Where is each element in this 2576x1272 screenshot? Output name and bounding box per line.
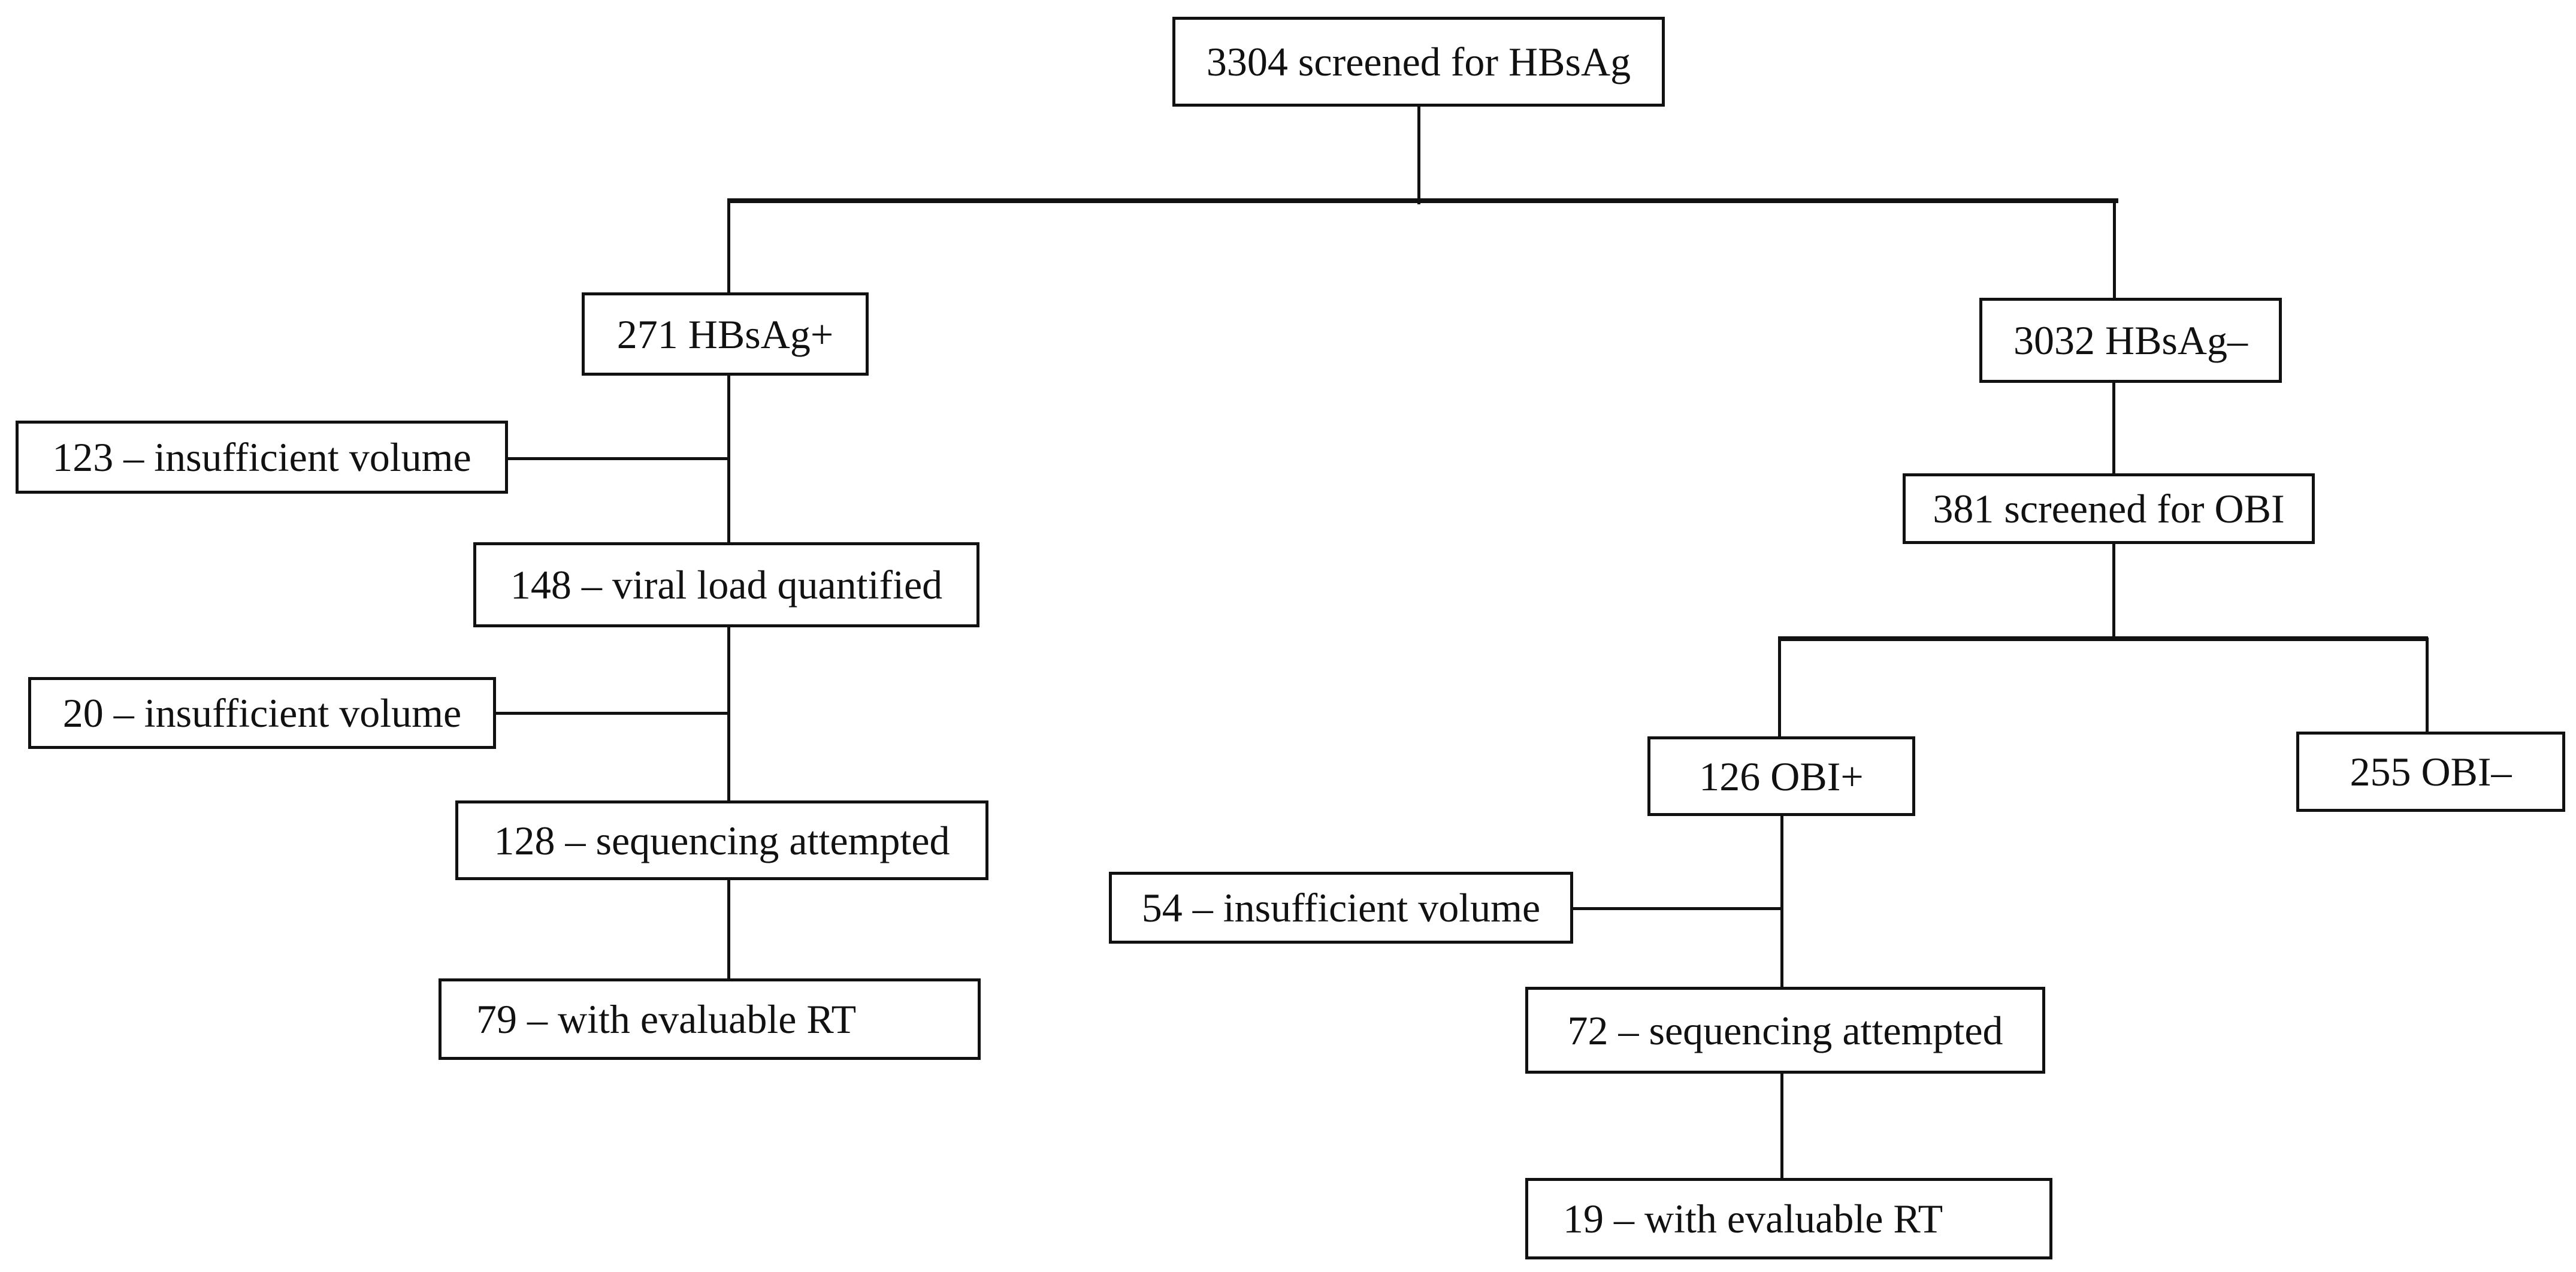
node-viral-load-quantified-148: 148 – viral load quantified	[473, 542, 979, 627]
connector-123-horizontal	[506, 457, 730, 460]
node-evaluable-rt-19: 19 – with evaluable RT	[1525, 1178, 2052, 1259]
connector-20-horizontal	[494, 712, 730, 715]
node-hbsag-positive: 271 HBsAg+	[582, 292, 869, 376]
node-sequencing-attempted-72: 72 – sequencing attempted	[1525, 987, 2045, 1074]
node-insufficient-volume-54-label: 54 – insufficient volume	[1141, 885, 1541, 930]
node-screened-hbsag: 3304 screened for HBsAg	[1172, 17, 1665, 107]
node-hbsag-negative-label: 3032 HBsAg–	[2013, 318, 2248, 363]
node-obi-negative-255: 255 OBI–	[2296, 732, 2565, 812]
connector-obi-positive-drop	[1778, 637, 1781, 739]
connector-obi-split-horizontal	[1778, 636, 2428, 641]
connector-54-horizontal	[1571, 907, 1782, 910]
node-evaluable-rt-19-label: 19 – with evaluable RT	[1563, 1196, 1943, 1241]
connector-126-to-72	[1780, 814, 1783, 989]
node-hbsag-negative: 3032 HBsAg–	[1979, 298, 2282, 383]
node-screened-hbsag-label: 3304 screened for HBsAg	[1206, 39, 1631, 84]
node-evaluable-rt-79: 79 – with evaluable RT	[439, 978, 981, 1060]
node-insufficient-volume-54: 54 – insufficient volume	[1109, 872, 1573, 944]
node-obi-positive-126: 126 OBI+	[1647, 736, 1915, 816]
node-sequencing-attempted-72-label: 72 – sequencing attempted	[1567, 1007, 2003, 1053]
node-viral-load-quantified-148-label: 148 – viral load quantified	[510, 562, 943, 608]
node-screened-obi-381-label: 381 screened for OBI	[1933, 486, 2285, 531]
connector-381-to-split	[2112, 542, 2115, 640]
node-hbsag-positive-label: 271 HBsAg+	[616, 311, 834, 357]
node-insufficient-volume-123-label: 123 – insufficient volume	[52, 434, 471, 480]
connector-128-to-79	[727, 878, 730, 981]
node-sequencing-attempted-128-label: 128 – sequencing attempted	[494, 817, 950, 863]
connector-3032-to-381	[2112, 380, 2115, 476]
node-sequencing-attempted-128: 128 – sequencing attempted	[455, 800, 988, 880]
node-screened-obi-381: 381 screened for OBI	[1903, 473, 2315, 544]
connector-obi-negative-drop	[2426, 637, 2429, 734]
node-insufficient-volume-20: 20 – insufficient volume	[28, 677, 496, 749]
connector-right-branch-drop	[2113, 200, 2116, 300]
node-obi-positive-126-label: 126 OBI+	[1699, 753, 1864, 799]
node-insufficient-volume-123: 123 – insufficient volume	[16, 421, 508, 494]
connector-top-vertical	[1417, 105, 1420, 204]
node-obi-negative-255-label: 255 OBI–	[2350, 749, 2512, 794]
connector-left-branch-drop	[727, 200, 730, 295]
connector-top-split-horizontal	[727, 198, 2118, 203]
node-insufficient-volume-20-label: 20 – insufficient volume	[62, 690, 462, 736]
connector-72-to-19	[1780, 1071, 1783, 1180]
node-evaluable-rt-79-label: 79 – with evaluable RT	[476, 996, 857, 1042]
